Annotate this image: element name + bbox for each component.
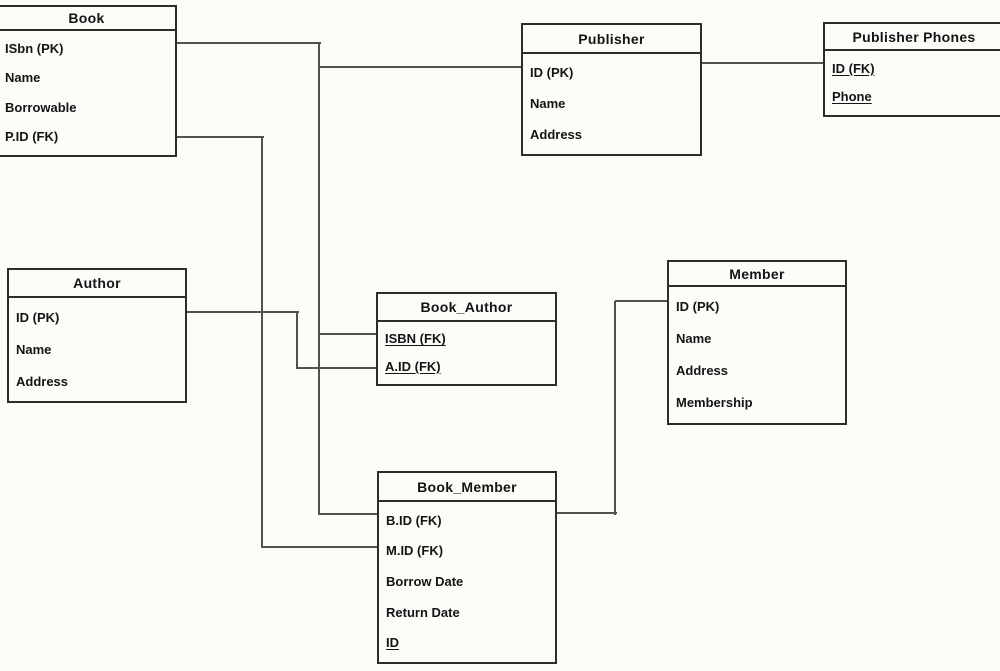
connector-segment-book-member-to-member [615, 300, 667, 302]
entity-title-publisher: Publisher [523, 25, 700, 54]
entity-field-publisher-phones-1: Phone [832, 89, 872, 105]
connector-segment-book-to-publisher-book-author-book-member [318, 43, 320, 515]
entity-field-author-0: ID (PK) [16, 309, 60, 325]
entity-field-publisher-2: Address [530, 127, 583, 142]
entity-field-author-1: Name [16, 341, 52, 357]
entity-field-book-author-1: A.ID (FK) [385, 358, 441, 374]
entity-title-book-author: Book_Author [378, 294, 555, 322]
entity-field-publisher-0: ID (PK) [530, 65, 574, 80]
connector-segment-author-to-book-author [187, 311, 299, 313]
entity-fields-publisher-phones: ID (FK) Phone [825, 51, 1000, 115]
entity-field-book-member-3: Return Date [386, 604, 460, 620]
connector-segment-book-to-publisher-book-author-book-member [177, 42, 321, 44]
entity-field-book-1: Name [5, 70, 41, 86]
entity-fields-book-author: ISBN (FK) A.ID (FK) [378, 322, 555, 384]
entity-field-member-2: Address [676, 363, 729, 379]
entity-publisher-phones[interactable]: Publisher Phones ID (FK) Phone [823, 22, 1000, 117]
entity-field-book-member-0: B.ID (FK) [386, 512, 442, 528]
entity-title-author: Author [9, 270, 185, 298]
entity-title-publisher-phones: Publisher Phones [825, 24, 1000, 51]
entity-field-publisher-1: Name [530, 96, 566, 111]
connector-segment-author-to-book-author [296, 312, 298, 369]
entity-field-member-3: Membership [676, 395, 753, 411]
entity-field-book-2: Borrowable [5, 99, 77, 115]
connector-segment-book-pid-to-book-member-mid [177, 136, 264, 138]
connector-segment-book-to-publisher-book-author-book-member [319, 333, 376, 335]
entity-title-book-member: Book_Member [379, 473, 555, 502]
entity-field-author-2: Address [16, 373, 69, 389]
connector-segment-publisher-to-publisher-phones [702, 62, 823, 64]
entity-title-member: Member [669, 262, 845, 287]
connector-segment-book-member-to-member [614, 301, 616, 515]
connector-segment-book-pid-to-book-member-mid [261, 137, 263, 548]
entity-field-member-1: Name [676, 330, 712, 346]
connector-segment-book-member-to-member [557, 512, 617, 514]
entity-field-book-member-2: Borrow Date [386, 573, 464, 589]
connector-segment-book-to-publisher-book-author-book-member [319, 66, 521, 68]
connector-segment-book-to-publisher-book-author-book-member [319, 513, 377, 515]
entity-title-book: Book [0, 7, 175, 31]
entity-field-publisher-phones-0: ID (FK) [832, 60, 875, 76]
connector-segment-author-to-book-author [297, 367, 376, 369]
entity-field-book-0: ISbn (PK) [5, 41, 64, 57]
entity-field-member-0: ID (PK) [676, 298, 720, 314]
entity-field-book-member-1: M.ID (FK) [386, 543, 444, 559]
entity-field-book-3: P.ID (FK) [5, 128, 59, 144]
entity-field-book-author-0: ISBN (FK) [385, 331, 446, 347]
connector-segment-book-pid-to-book-member-mid [262, 546, 377, 548]
entity-field-book-member-4: ID [386, 635, 399, 651]
